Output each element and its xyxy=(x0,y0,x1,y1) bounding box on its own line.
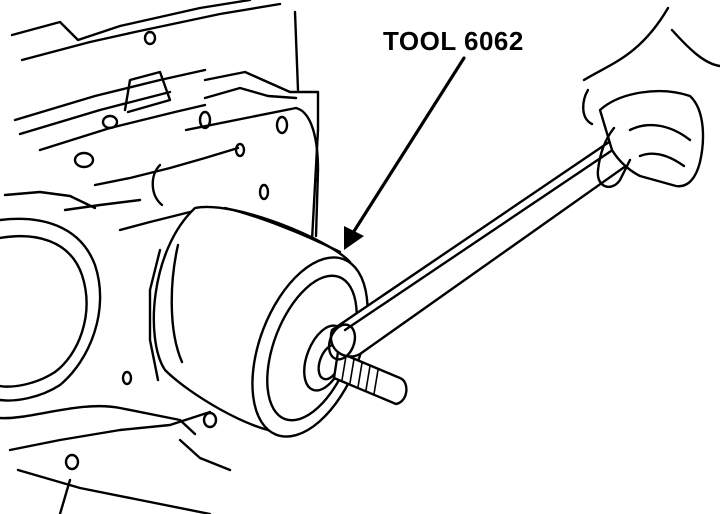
callout-arrow xyxy=(344,56,466,250)
tool-6062-installer xyxy=(152,205,369,438)
engine-block xyxy=(0,0,320,514)
threaded-shaft xyxy=(332,350,408,406)
tool-callout-label: TOOL 6062 xyxy=(383,26,524,56)
hand xyxy=(582,6,720,189)
ratchet-handle xyxy=(327,135,642,361)
